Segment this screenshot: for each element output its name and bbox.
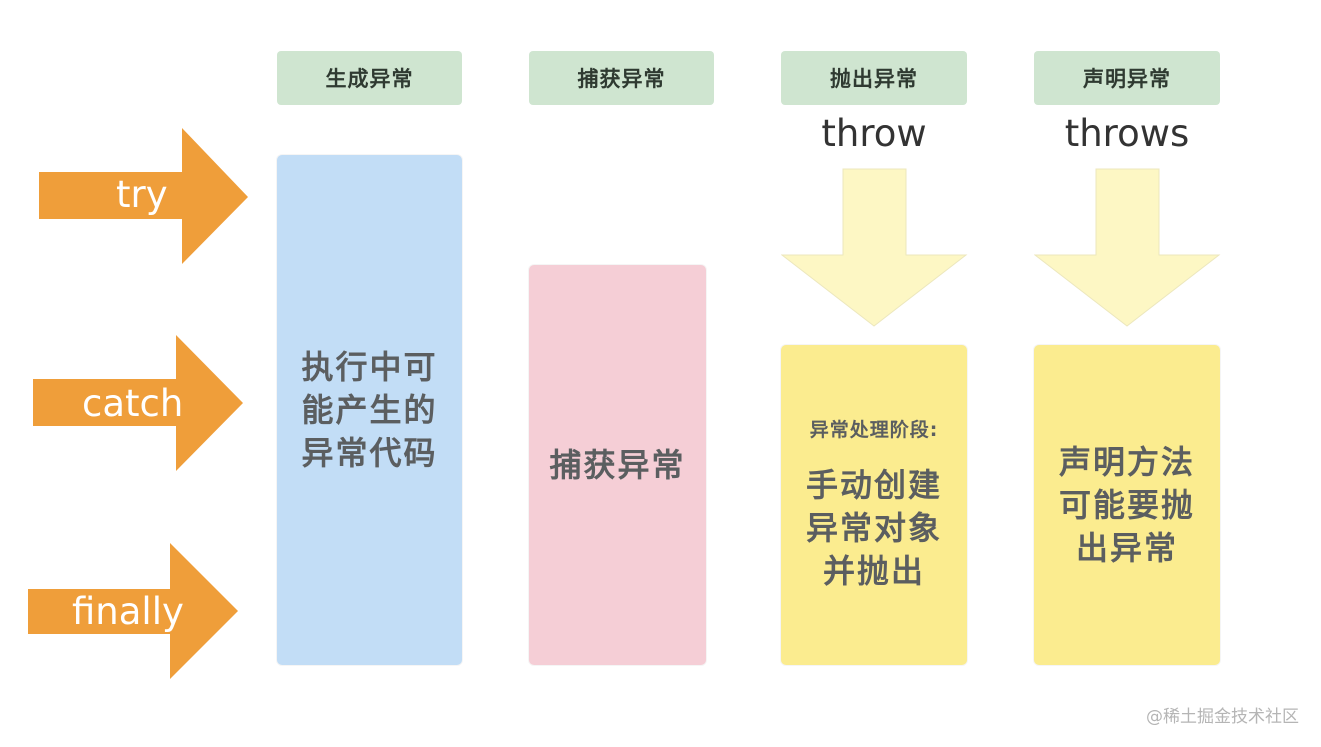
throw-stage-subtitle: 异常处理阶段: — [809, 418, 939, 441]
right-arrow-icon — [33, 335, 243, 471]
right-arrow-icon — [39, 128, 248, 264]
header-throw-exception: 抛出异常 — [781, 51, 967, 105]
keyword-throws: throws — [1064, 111, 1190, 155]
catch-exception-box: 捕获异常 — [529, 265, 706, 665]
finally-label: finally — [72, 590, 184, 633]
throw-exception-text: 手动创建异常对象并抛出 — [805, 465, 942, 590]
catch-label: catch — [82, 382, 184, 425]
down-arrow-icon — [781, 168, 968, 327]
keyword-throw: throw — [821, 111, 927, 155]
throws-down-arrow — [1034, 168, 1221, 328]
down-arrow-icon — [1034, 168, 1221, 327]
header-generate-exception: 生成异常 — [277, 51, 462, 105]
right-arrow-icon — [28, 543, 238, 679]
try-arrow: try — [0, 128, 250, 266]
declare-exception-text: 声明方法可能要抛出异常 — [1058, 442, 1195, 567]
header-catch-exception: 捕获异常 — [529, 51, 714, 105]
finally-arrow: finally — [0, 543, 250, 681]
generate-exception-box: 执行中可能产生的异常代码 — [277, 155, 462, 665]
try-label: try — [116, 173, 168, 216]
catch-arrow: catch — [0, 335, 250, 473]
throw-down-arrow — [781, 168, 968, 328]
watermark: @稀土掘金技术社区 — [1146, 707, 1299, 727]
catch-exception-text: 捕获异常 — [549, 445, 686, 484]
declare-exception-box: 声明方法可能要抛出异常 — [1034, 345, 1220, 665]
header-declare-exception: 声明异常 — [1034, 51, 1220, 105]
generate-exception-text: 执行中可能产生的异常代码 — [301, 347, 438, 472]
throw-exception-box: 异常处理阶段: 手动创建异常对象并抛出 — [781, 345, 967, 665]
